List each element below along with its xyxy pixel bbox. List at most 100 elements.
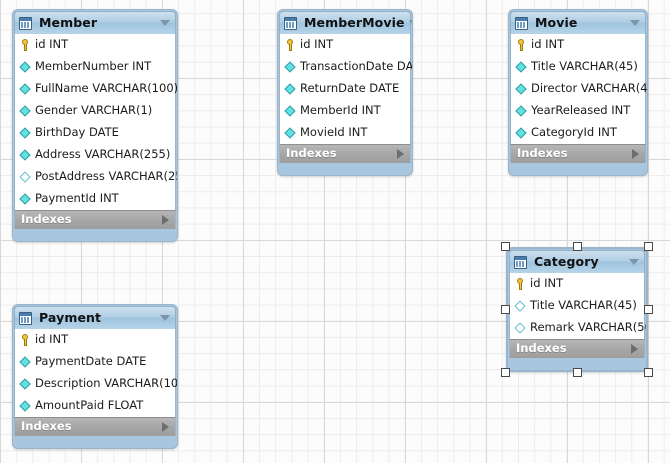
expand-arrow-icon[interactable] (632, 149, 639, 159)
primary-key-icon (514, 277, 527, 291)
resize-handle-se[interactable] (644, 368, 653, 377)
table-membermovie[interactable]: MemberMovie id INT TransactionDate DATE Ret… (277, 9, 413, 176)
column-row[interactable]: Gender VARCHAR(1) (15, 100, 175, 122)
chevron-down-icon[interactable] (160, 315, 170, 321)
column-icon (19, 355, 32, 369)
column-label: ReturnDate DATE (300, 81, 400, 96)
column-row[interactable]: id INT (510, 273, 644, 295)
column-row[interactable]: BirthDay DATE (15, 122, 175, 144)
column-icon (284, 104, 297, 118)
table-title-category: Category (534, 253, 599, 269)
column-label: YearReleased INT (531, 103, 631, 118)
table-footer-payment (14, 436, 176, 447)
column-label: MovieId INT (300, 125, 368, 140)
chevron-down-icon[interactable] (408, 20, 412, 26)
resize-handle-nw[interactable] (501, 242, 510, 251)
table-header-movie[interactable]: Movie (510, 11, 646, 34)
column-label: Title VARCHAR(45) (531, 59, 638, 74)
column-icon (19, 82, 32, 96)
table-title-member: Member (39, 14, 98, 30)
column-row[interactable]: PaymentId INT (15, 188, 175, 210)
indexes-section-category[interactable]: Indexes (509, 339, 645, 358)
expand-arrow-icon[interactable] (631, 344, 638, 354)
column-icon (284, 60, 297, 74)
chevron-down-icon[interactable] (630, 20, 640, 26)
column-row[interactable]: PostAddress VARCHAR(255) (15, 166, 177, 188)
column-nullable-icon (514, 321, 527, 335)
table-header-member[interactable]: Member (14, 11, 176, 34)
expand-arrow-icon[interactable] (162, 422, 169, 432)
column-label: Address VARCHAR(255) (35, 147, 171, 162)
chevron-down-icon[interactable] (160, 20, 170, 26)
column-row[interactable]: MemberNumber INT (15, 56, 175, 78)
column-icon (515, 126, 528, 140)
column-row[interactable]: id INT (15, 34, 175, 56)
column-row[interactable]: Director VARCHAR(45) (511, 78, 647, 100)
resize-handle-e[interactable] (644, 305, 653, 314)
table-title-membermovie: MemberMovie (304, 14, 405, 30)
column-label: id INT (300, 37, 334, 52)
indexes-section-member[interactable]: Indexes (14, 210, 176, 229)
table-movie[interactable]: Movie id INT Title VARCHAR(45) Director VAR… (508, 9, 648, 176)
column-icon (19, 60, 32, 74)
column-label: AmountPaid FLOAT (35, 398, 144, 413)
column-row[interactable]: id INT (511, 34, 645, 56)
column-icon (19, 192, 32, 206)
column-label: TransactionDate DATE (300, 59, 413, 74)
table-footer-movie (510, 163, 646, 174)
column-label: Remark VARCHAR(500) (530, 320, 646, 335)
indexes-section-membermovie[interactable]: Indexes (279, 144, 411, 163)
chevron-down-icon[interactable] (629, 259, 639, 265)
table-header-category[interactable]: Category (509, 250, 645, 273)
table-header-membermovie[interactable]: MemberMovie (279, 11, 412, 34)
resize-handle-ne[interactable] (644, 242, 653, 251)
column-row[interactable]: FullName VARCHAR(100) (15, 78, 177, 100)
table-icon (19, 311, 32, 325)
column-row[interactable]: CategoryId INT (511, 122, 645, 144)
column-row[interactable]: id INT (280, 34, 410, 56)
column-label: id INT (531, 37, 565, 52)
resize-handle-sw[interactable] (501, 368, 510, 377)
expand-arrow-icon[interactable] (397, 149, 404, 159)
column-row[interactable]: TransactionDate DATE (280, 56, 413, 78)
column-row[interactable]: PaymentDate DATE (15, 351, 175, 373)
column-label: Gender VARCHAR(1) (35, 103, 153, 118)
column-icon (284, 82, 297, 96)
primary-key-icon (515, 38, 528, 52)
column-row[interactable]: Title VARCHAR(45) (510, 295, 644, 317)
table-footer-membermovie (279, 163, 411, 174)
column-row[interactable]: AmountPaid FLOAT (15, 395, 175, 417)
column-row[interactable]: Address VARCHAR(255) (15, 144, 175, 166)
column-label: CategoryId INT (531, 125, 617, 140)
table-title-movie: Movie (535, 14, 578, 30)
column-row[interactable]: Title VARCHAR(45) (511, 56, 645, 78)
column-icon (515, 82, 528, 96)
column-row[interactable]: MovieId INT (280, 122, 410, 144)
column-icon (515, 60, 528, 74)
column-row[interactable]: YearReleased INT (511, 100, 645, 122)
indexes-section-payment[interactable]: Indexes (14, 417, 176, 436)
column-row[interactable]: MemberId INT (280, 100, 410, 122)
column-row[interactable]: Remark VARCHAR(500) (510, 317, 646, 339)
column-row[interactable]: Description VARCHAR(100) (15, 373, 177, 395)
column-nullable-icon (19, 170, 32, 184)
column-list-membermovie: id INT TransactionDate DATE ReturnDate DAT… (279, 34, 413, 144)
expand-arrow-icon[interactable] (162, 215, 169, 225)
primary-key-icon (284, 38, 297, 52)
column-row[interactable]: id INT (15, 329, 175, 351)
indexes-section-movie[interactable]: Indexes (510, 144, 646, 163)
column-row[interactable]: ReturnDate DATE (280, 78, 410, 100)
resize-handle-n[interactable] (572, 242, 582, 251)
column-label: id INT (35, 332, 69, 347)
resize-handle-s[interactable] (572, 368, 582, 377)
resize-handle-w[interactable] (501, 305, 510, 314)
table-title-payment: Payment (39, 309, 102, 325)
table-header-payment[interactable]: Payment (14, 306, 176, 329)
column-icon (19, 104, 32, 118)
